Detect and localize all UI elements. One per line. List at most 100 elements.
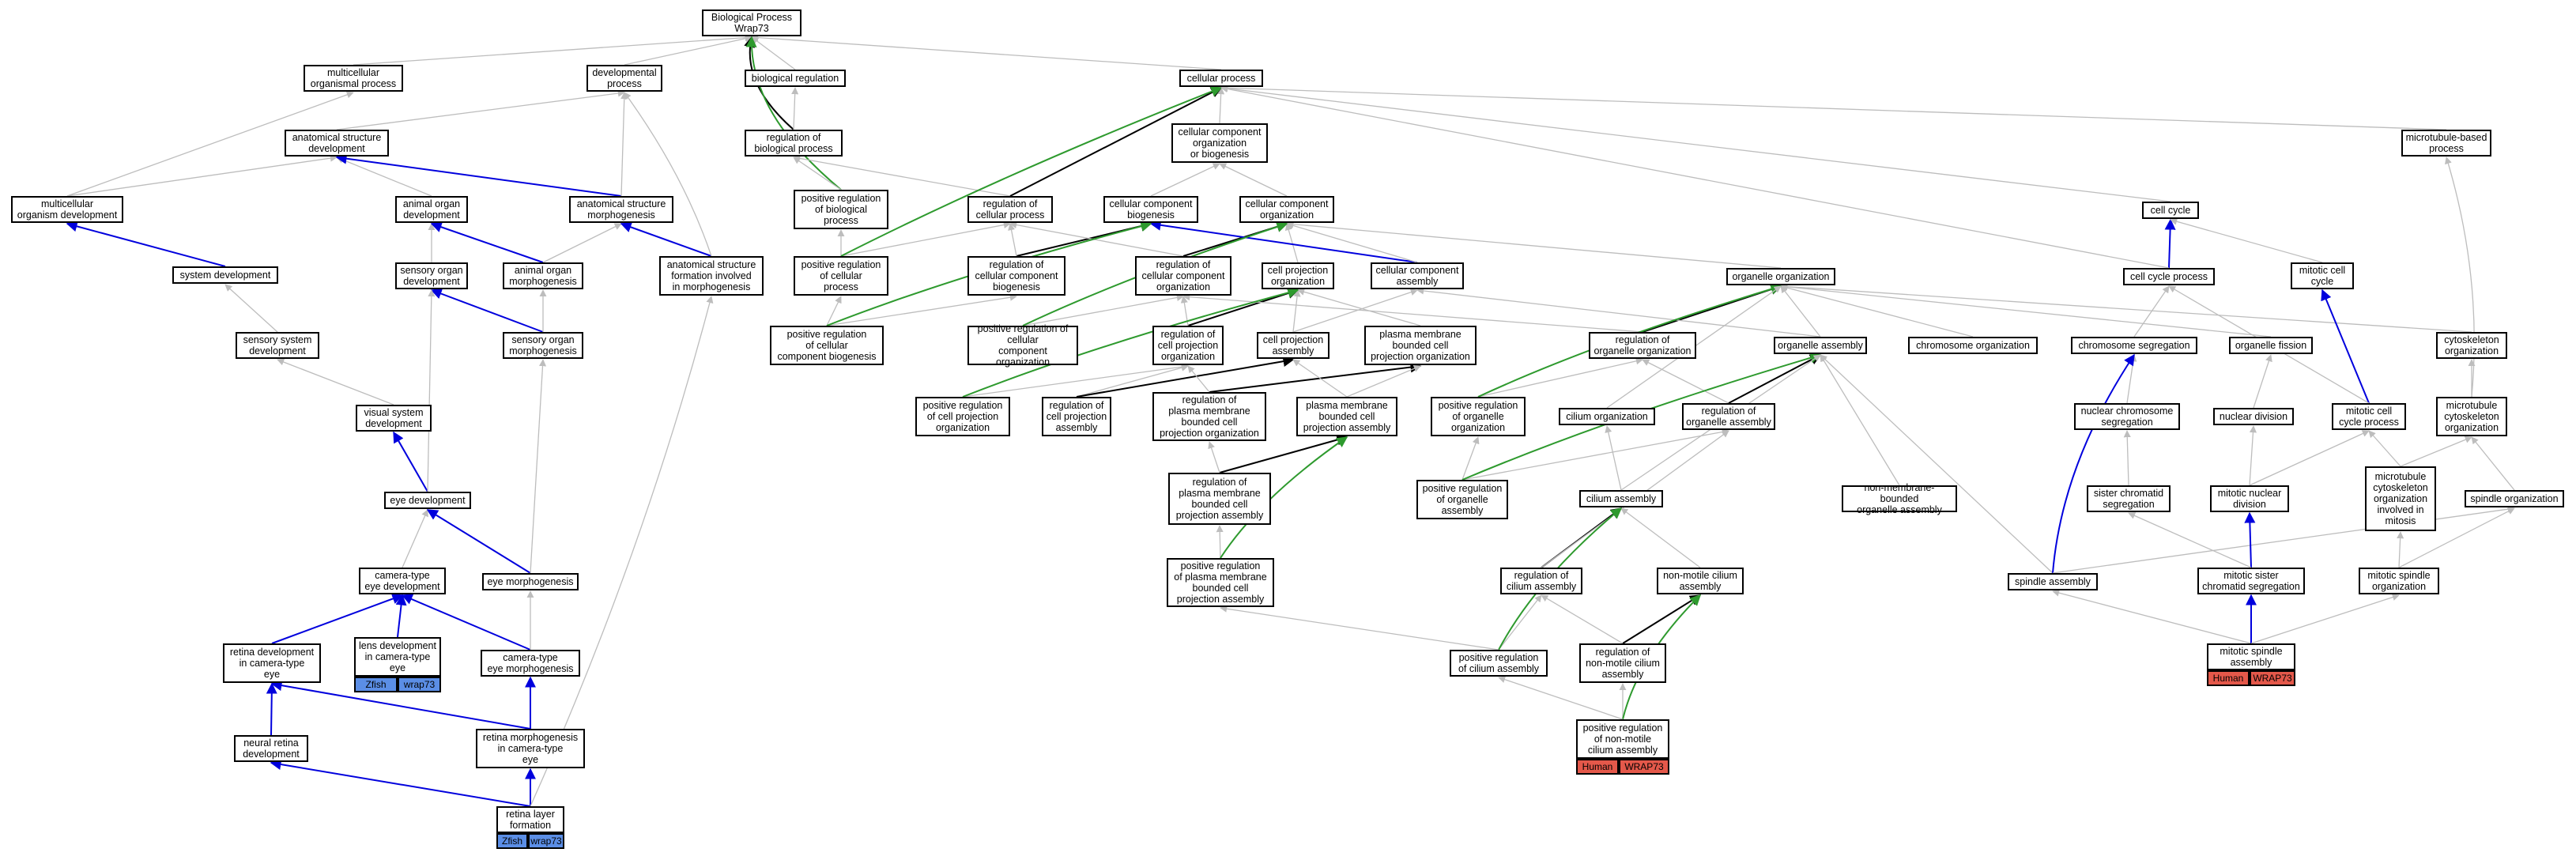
mitotic-spindle-gene-badge[interactable]: WRAP73: [2250, 670, 2295, 686]
node-sensory-organ-development[interactable]: sensory organ development: [395, 262, 468, 289]
node-positive-regulation-of-non-motile-cilium-assembly[interactable]: positive regulation of non-motile cilium…: [1576, 719, 1669, 759]
edge-82: [393, 431, 428, 492]
node-pm-bounded-cell-projection-assembly[interactable]: plasma membrane bounded cell projection …: [1296, 397, 1397, 436]
node-regulation-of-cell-projection-assembly[interactable]: regulation of cell projection assembly: [1042, 397, 1111, 436]
edge-100: [530, 359, 547, 574]
edge-89: [1605, 425, 1622, 491]
node-positive-regulation-of-cellular-component-biogenesis[interactable]: positive regulation of cellular componen…: [770, 326, 884, 365]
edge-102: [1220, 436, 1348, 559]
node-cellular-component-org-or-biogenesis[interactable]: cellular component organization or bioge…: [1171, 123, 1268, 163]
node-organelle-organization[interactable]: organelle organization: [1726, 268, 1835, 285]
node-regulation-of-cellular-process[interactable]: regulation of cellular process: [967, 196, 1053, 223]
node-cell-projection-assembly[interactable]: cell projection assembly: [1257, 332, 1329, 359]
node-organelle-assembly[interactable]: organelle assembly: [1774, 337, 1867, 354]
non-motile-gene-badge[interactable]: WRAP73: [1619, 759, 1669, 775]
edge-96: [2368, 430, 2401, 467]
edge-3: [751, 34, 1222, 70]
node-regulation-of-cilium-assembly[interactable]: regulation of cilium assembly: [1500, 568, 1582, 594]
node-regulation-of-organelle-organization[interactable]: regulation of organelle organization: [1589, 332, 1696, 359]
node-non-membrane-bounded-organelle-assembly[interactable]: non-membrane-bounded organelle assembly: [1842, 482, 1957, 515]
node-cellular-component-biogenesis[interactable]: cellular component biogenesis: [1103, 196, 1198, 223]
node-mitotic-cell-cycle-process[interactable]: mitotic cell cycle process: [2332, 403, 2406, 430]
root-node[interactable]: Biological Process Wrap73: [702, 9, 801, 36]
node-eye-development[interactable]: eye development: [384, 492, 471, 509]
edge-29: [840, 86, 1223, 257]
node-cell-cycle-process[interactable]: cell cycle process: [2123, 268, 2215, 285]
node-organelle-fission[interactable]: organelle fission: [2229, 337, 2313, 354]
edge-6: [336, 89, 625, 130]
node-retina-layer-formation[interactable]: retina layer formation: [496, 806, 564, 833]
node-positive-regulation-of-organelle-organization[interactable]: positive regulation of organelle organiz…: [1431, 397, 1526, 436]
node-sensory-organ-morphogenesis[interactable]: sensory organ morphogenesis: [503, 332, 583, 359]
retina-layer-gene-badge[interactable]: wrap73: [528, 833, 564, 849]
node-cytoskeleton-organization[interactable]: cytoskeleton organization: [2436, 332, 2507, 359]
node-neural-retina-development[interactable]: neural retina development: [234, 735, 308, 762]
node-multicellular-organism-development[interactable]: multicellular organism development: [11, 196, 123, 223]
node-cell-cycle[interactable]: cell cycle: [2142, 202, 2199, 219]
edge-98: [402, 509, 428, 568]
node-cilium-organization[interactable]: cilium organization: [1559, 408, 1655, 425]
node-spindle-assembly[interactable]: spindle assembly: [2008, 573, 2098, 590]
node-animal-organ-development[interactable]: animal organ development: [395, 196, 468, 223]
node-mitotic-spindle-organization[interactable]: mitotic spindle organization: [2359, 568, 2439, 594]
node-cilium-assembly[interactable]: cilium assembly: [1579, 490, 1663, 507]
node-regulation-of-biological-process[interactable]: regulation of biological process: [745, 130, 843, 157]
node-anatomical-structure-morphogenesis[interactable]: anatomical structure morphogenesis: [569, 196, 673, 223]
node-non-motile-cilium-assembly[interactable]: non-motile cilium assembly: [1657, 568, 1744, 594]
node-eye-morphogenesis[interactable]: eye morphogenesis: [482, 573, 579, 590]
node-microtubule-cytoskeleton-organization-mitosis[interactable]: microtubule cytoskeleton organization in…: [2365, 466, 2436, 531]
node-positive-regulation-of-cilium-assembly[interactable]: positive regulation of cilium assembly: [1450, 650, 1548, 677]
node-developmental-process[interactable]: developmental process: [586, 65, 662, 92]
node-regulation-of-cellular-component-organization[interactable]: regulation of cellular component organiz…: [1135, 256, 1231, 296]
node-mitotic-nuclear-division[interactable]: mitotic nuclear division: [2210, 485, 2289, 512]
node-cellular-component-assembly[interactable]: cellular component assembly: [1371, 262, 1464, 289]
node-sensory-system-development[interactable]: sensory system development: [236, 332, 319, 359]
edge-77: [2253, 354, 2272, 409]
node-camera-type-eye-development[interactable]: camera-type eye development: [359, 568, 446, 594]
node-anatomical-structure-formation[interactable]: anatomical structure formation involved …: [659, 256, 764, 296]
node-retina-morphogenesis[interactable]: retina morphogenesis in camera-type eye: [476, 729, 585, 768]
node-positive-regulation-of-cellular-component-organization[interactable]: positive regulation of cellular componen…: [967, 323, 1078, 368]
node-mitotic-sister-chromatid-segregation[interactable]: mitotic sister chromatid segregation: [2197, 568, 2305, 594]
node-mitotic-cell-cycle[interactable]: mitotic cell cycle: [2291, 262, 2354, 289]
edge-58: [1780, 284, 1974, 338]
node-cellular-component-organization[interactable]: cellular component organization: [1239, 196, 1334, 223]
node-microtubule-based-process[interactable]: microtubule-based process: [2401, 130, 2491, 157]
node-chromosome-organization[interactable]: chromosome organization: [1908, 337, 2038, 354]
node-regulation-of-pm-bounded-cell-projection-assembly[interactable]: regulation of plasma membrane bounded ce…: [1168, 473, 1271, 525]
node-positive-regulation-of-biological-process[interactable]: positive regulation of biological proces…: [794, 190, 888, 229]
node-cellular-process[interactable]: cellular process: [1179, 70, 1263, 87]
lens-gene-badge[interactable]: wrap73: [398, 677, 441, 692]
node-regulation-of-pm-bounded-cell-projection-organization[interactable]: regulation of plasma membrane bounded ce…: [1152, 392, 1266, 441]
node-retina-development[interactable]: retina development in camera-type eye: [223, 643, 321, 683]
node-animal-organ-morphogenesis[interactable]: animal organ morphogenesis: [503, 262, 583, 289]
node-camera-type-eye-morphogenesis[interactable]: camera-type eye morphogenesis: [481, 650, 580, 677]
node-chromosome-segregation[interactable]: chromosome segregation: [2071, 337, 2197, 354]
node-system-development[interactable]: system development: [172, 266, 278, 284]
node-lens-development[interactable]: lens development in camera-type eye: [354, 637, 441, 677]
node-positive-regulation-of-organelle-assembly[interactable]: positive regulation of organelle assembl…: [1416, 480, 1508, 519]
node-regulation-of-cellular-component-biogenesis[interactable]: regulation of cellular component biogene…: [967, 256, 1065, 296]
node-pm-bounded-cell-projection-organization[interactable]: plasma membrane bounded cell projection …: [1364, 326, 1477, 365]
node-cell-projection-organization[interactable]: cell projection organization: [1262, 262, 1334, 289]
node-spindle-organization[interactable]: spindle organization: [2465, 490, 2564, 507]
node-regulation-of-organelle-assembly[interactable]: regulation of organelle assembly: [1682, 403, 1775, 430]
node-microtubule-cytoskeleton-organization[interactable]: microtubule cytoskeleton organization: [2436, 397, 2507, 436]
node-visual-system-development[interactable]: visual system development: [356, 405, 432, 432]
edge-122: [2052, 589, 2252, 644]
node-positive-regulation-of-cellular-process[interactable]: positive regulation of cellular process: [794, 256, 888, 296]
node-multicellular-organismal-process[interactable]: multicellular organismal process: [304, 65, 403, 92]
node-positive-regulation-of-pm-bounded-cell-projection-assembly[interactable]: positive regulation of plasma membrane b…: [1167, 558, 1274, 607]
edge-85: [1208, 441, 1220, 473]
node-biological-regulation[interactable]: biological regulation: [745, 70, 846, 87]
node-sister-chromatid-segregation[interactable]: sister chromatid segregation: [2087, 485, 2171, 512]
node-positive-regulation-of-cell-projection-organization[interactable]: positive regulation of cell projection o…: [915, 397, 1010, 436]
edge-28: [840, 221, 1011, 257]
node-mitotic-spindle-assembly[interactable]: mitotic spindle assembly: [2207, 643, 2295, 670]
node-nuclear-division[interactable]: nuclear division: [2213, 408, 2294, 425]
node-regulation-of-cell-projection-organization[interactable]: regulation of cell projection organizati…: [1152, 326, 1224, 365]
node-anatomical-structure-development[interactable]: anatomical structure development: [285, 130, 389, 157]
node-regulation-of-non-motile-cilium-assembly[interactable]: regulation of non-motile cilium assembly: [1579, 643, 1666, 683]
node-nuclear-chromosome-segregation[interactable]: nuclear chromosome segregation: [2074, 403, 2180, 430]
